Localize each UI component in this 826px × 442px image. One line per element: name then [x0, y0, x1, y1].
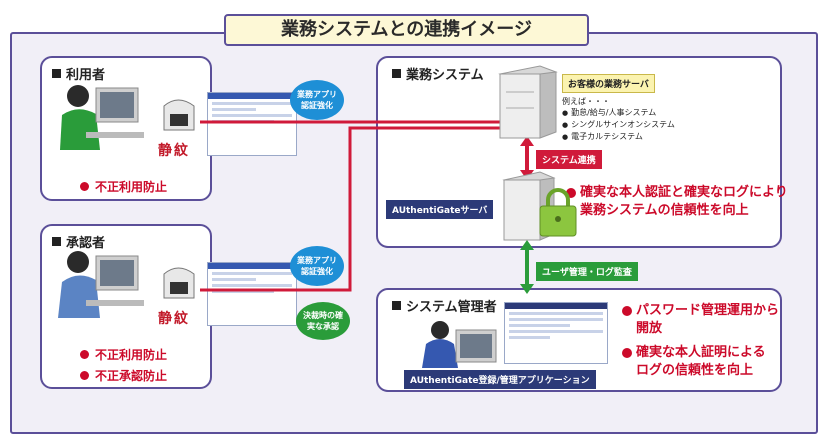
approver-seal: 静紋	[158, 311, 190, 327]
approver-person-icon	[58, 251, 144, 318]
user-person-icon	[60, 85, 144, 150]
admin-benefit-1-line1: パスワード管理運用から	[636, 303, 780, 318]
business-label-text: 業務システム	[406, 68, 484, 83]
approver-bullet-2: 不正承認防止	[80, 367, 167, 384]
vein-scanner-icon	[163, 99, 195, 131]
admin-label-text: システム管理者	[406, 300, 497, 315]
example-item: 勤怠/給与/人事システム	[562, 107, 675, 119]
bullet-dot-icon	[566, 188, 576, 198]
example-heading: 例えば・・・	[562, 97, 610, 106]
example-list: 例えば・・・ 勤怠/給与/人事システム シングルサインオンシステム 電子カルテシ…	[562, 96, 675, 143]
user-bullet-text: 不正利用防止	[95, 180, 168, 194]
connection-arrows	[200, 116, 534, 294]
admin-panel-label: システム管理者	[392, 296, 497, 315]
approver-bullet-text-1: 不正利用防止	[95, 348, 168, 362]
bullet-dot-icon	[80, 182, 89, 191]
lock-icon	[539, 188, 577, 237]
admin-benefit-1-line2: 開放	[636, 321, 663, 336]
vein-scanner-icon-2	[163, 267, 195, 299]
admin-benefit-2-line2: ログの信頼性を向上	[636, 363, 754, 378]
user-auth-bubble: 業務アプリ認証強化	[290, 80, 344, 120]
user-label-text: 利用者	[66, 68, 106, 83]
bullet-dot-icon	[80, 371, 89, 380]
bullet-dot-icon	[80, 350, 89, 359]
bullet-dot-icon	[622, 306, 632, 316]
admin-benefit-2-line1: 確実な本人証明による	[636, 345, 766, 360]
admin-benefit-1: パスワード管理運用から 開放	[622, 302, 780, 338]
monitor-tag: ユーザ管理・ログ監査	[536, 262, 638, 281]
square-icon	[392, 69, 401, 78]
user-app-screen	[207, 92, 297, 156]
system-link-tag: システム連携	[536, 150, 602, 169]
business-benefit-line1: 確実な本人認証と確実なログにより	[580, 185, 788, 200]
approver-auth-bubble: 業務アプリ認証強化	[290, 246, 344, 286]
approval-bubble: 決裁時の確実な承認	[296, 302, 350, 340]
diagram-title: 業務システムとの連携イメージ	[224, 14, 589, 46]
square-icon	[52, 69, 61, 78]
admin-app-tag: AUthentiGate登録/管理アプリケーション	[404, 370, 596, 389]
business-benefit-line2: 業務システムの信頼性を向上	[580, 203, 749, 218]
square-icon	[52, 237, 61, 246]
bullet-dot-icon	[622, 348, 632, 358]
admin-person-icon	[422, 321, 497, 368]
customer-server-tag: お客様の業務サーバ	[562, 74, 655, 93]
auth-server-tag: AUthentiGateサーバ	[386, 200, 494, 219]
approver-bullet-text-2: 不正承認防止	[95, 369, 168, 383]
example-item: シングルサインオンシステム	[562, 119, 675, 131]
example-item: 電子カルテシステム	[562, 131, 675, 143]
approver-bullet-1: 不正利用防止	[80, 346, 167, 363]
user-seal: 静紋	[158, 143, 190, 159]
approver-panel-label: 承認者	[52, 232, 105, 251]
user-bullet: 不正利用防止	[80, 178, 167, 195]
business-server-icon	[498, 65, 558, 139]
admin-benefit-2: 確実な本人証明による ログの信頼性を向上	[622, 344, 766, 380]
business-benefit: 確実な本人認証と確実なログにより 業務システムの信頼性を向上	[566, 184, 788, 220]
admin-app-screen	[504, 302, 608, 364]
business-panel-label: 業務システム	[392, 64, 484, 83]
user-panel-label: 利用者	[52, 64, 105, 83]
square-icon	[392, 301, 401, 310]
approver-label-text: 承認者	[66, 236, 106, 251]
